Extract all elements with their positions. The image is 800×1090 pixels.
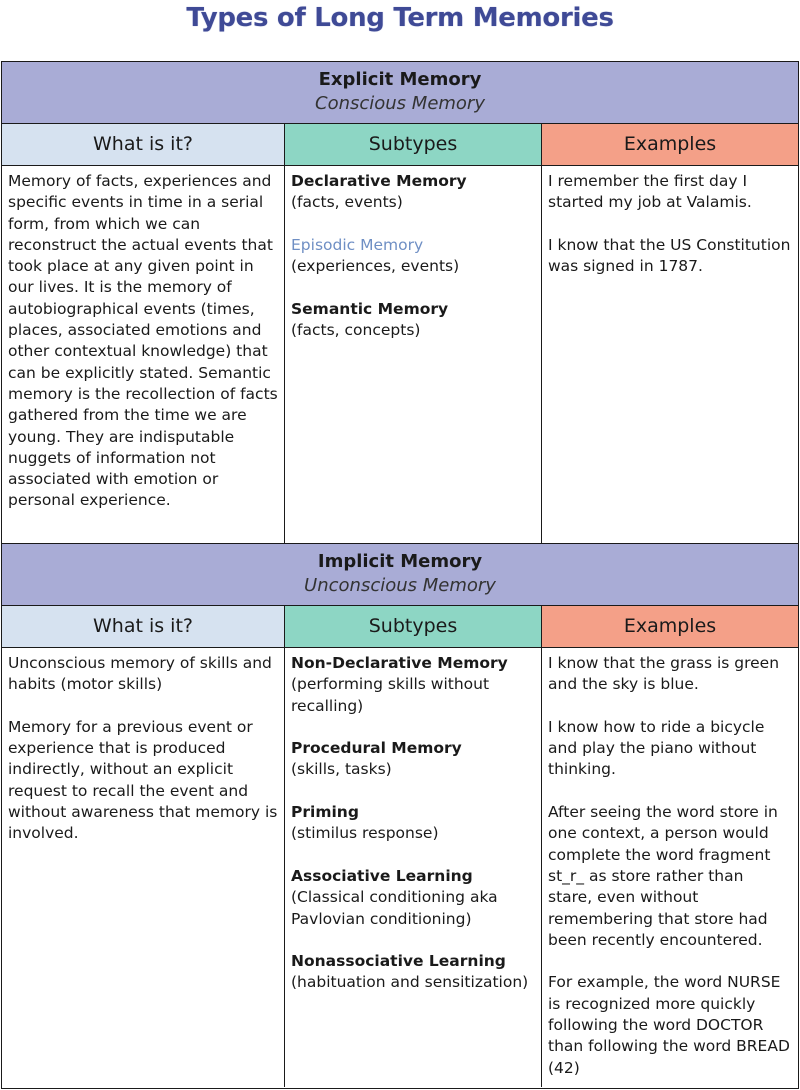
subtype-desc: (Classical conditioning aka Pavlovian co… [291, 888, 498, 928]
explicit-memory-title: Explicit Memory [318, 69, 482, 90]
subtype-item: Declarative Memory (facts, events) [291, 171, 535, 214]
subtype-item: Semantic Memory (facts, concepts) [291, 299, 535, 342]
implicit-header-row: What is it? Subtypes Examples [2, 606, 798, 648]
explicit-header-row: What is it? Subtypes Examples [2, 124, 798, 166]
example-text: I know that the US Constitution was sign… [548, 235, 791, 276]
subtypes-header: Subtypes [285, 124, 542, 165]
subtype-desc: (experiences, events) [291, 257, 460, 276]
implicit-what-text: Unconscious memory of skills and habits … [8, 654, 272, 694]
subtype-name: Associative Learning [291, 866, 473, 885]
explicit-memory-band: Explicit Memory Conscious Memory [2, 62, 798, 124]
implicit-memory-title: Implicit Memory [317, 551, 483, 572]
subtype-desc: (skills, tasks) [291, 760, 392, 779]
explicit-memory-subtitle: Conscious Memory [315, 93, 485, 114]
implicit-what-cell: Unconscious memory of skills and habits … [2, 648, 285, 1087]
subtype-name: Non-Declarative Memory [291, 654, 508, 672]
subtype-item: Priming (stimilus response) [291, 802, 535, 845]
subtype-name: Nonassociative Learning [291, 952, 506, 971]
subtype-item: Non-Declarative Memory (performing skill… [291, 653, 535, 717]
examples-header: Examples [542, 606, 798, 647]
subtypes-header: Subtypes [285, 606, 542, 647]
implicit-body-row: Unconscious memory of skills and habits … [2, 648, 798, 1087]
subtype-name: Declarative Memory [291, 172, 467, 190]
example-text: For example, the word NURSE is recognize… [548, 973, 790, 1077]
explicit-memory-table: Explicit Memory Conscious Memory What is… [1, 61, 799, 545]
page-title: Types of Long Term Memories [186, 3, 614, 33]
subtype-desc: (stimilus response) [291, 824, 439, 843]
subtype-desc: (habituation and sensitization) [291, 973, 529, 992]
what-is-it-header: What is it? [2, 124, 285, 165]
what-is-it-header: What is it? [2, 606, 285, 647]
subtype-item: Nonassociative Learning (habituation and… [291, 951, 535, 994]
subtype-name: Episodic Memory [291, 235, 424, 254]
implicit-memory-subtitle: Unconscious Memory [304, 575, 496, 596]
example-text: After seeing the word store in one conte… [548, 803, 778, 949]
subtype-desc: (performing skills without recalling) [291, 675, 490, 715]
subtype-item: Episodic Memory (experiences, events) [291, 235, 535, 278]
implicit-examples-cell: I know that the grass is green and the s… [542, 648, 798, 1087]
implicit-memory-band: Implicit Memory Unconscious Memory [2, 544, 798, 606]
example-text: I know that the grass is green and the s… [548, 654, 780, 694]
example-text: I know how to ride a bicycle and play th… [548, 717, 765, 779]
examples-header: Examples [542, 124, 798, 165]
explicit-what-cell: Memory of facts, experiences and specifi… [2, 166, 285, 543]
subtype-desc: (facts, events) [291, 193, 403, 212]
explicit-body-row: Memory of facts, experiences and specifi… [2, 166, 798, 543]
implicit-memory-table: Implicit Memory Unconscious Memory What … [1, 543, 799, 1089]
implicit-what-text: Memory for a previous event or experienc… [8, 717, 278, 843]
explicit-subtypes-cell: Declarative Memory (facts, events) Episo… [285, 166, 542, 543]
subtype-item: Associative Learning (Classical conditio… [291, 866, 535, 930]
subtype-name: Semantic Memory [291, 299, 449, 318]
subtype-item: Procedural Memory (skills, tasks) [291, 738, 535, 781]
explicit-examples-cell: I remember the first day I started my jo… [542, 166, 798, 543]
implicit-subtypes-cell: Non-Declarative Memory (performing skill… [285, 648, 542, 1087]
subtype-name: Procedural Memory [291, 739, 462, 758]
example-text: I remember the first day I started my jo… [548, 172, 752, 212]
subtype-name: Priming [291, 803, 359, 822]
subtype-desc: (facts, concepts) [291, 321, 421, 340]
explicit-what-text: Memory of facts, experiences and specifi… [8, 172, 278, 510]
